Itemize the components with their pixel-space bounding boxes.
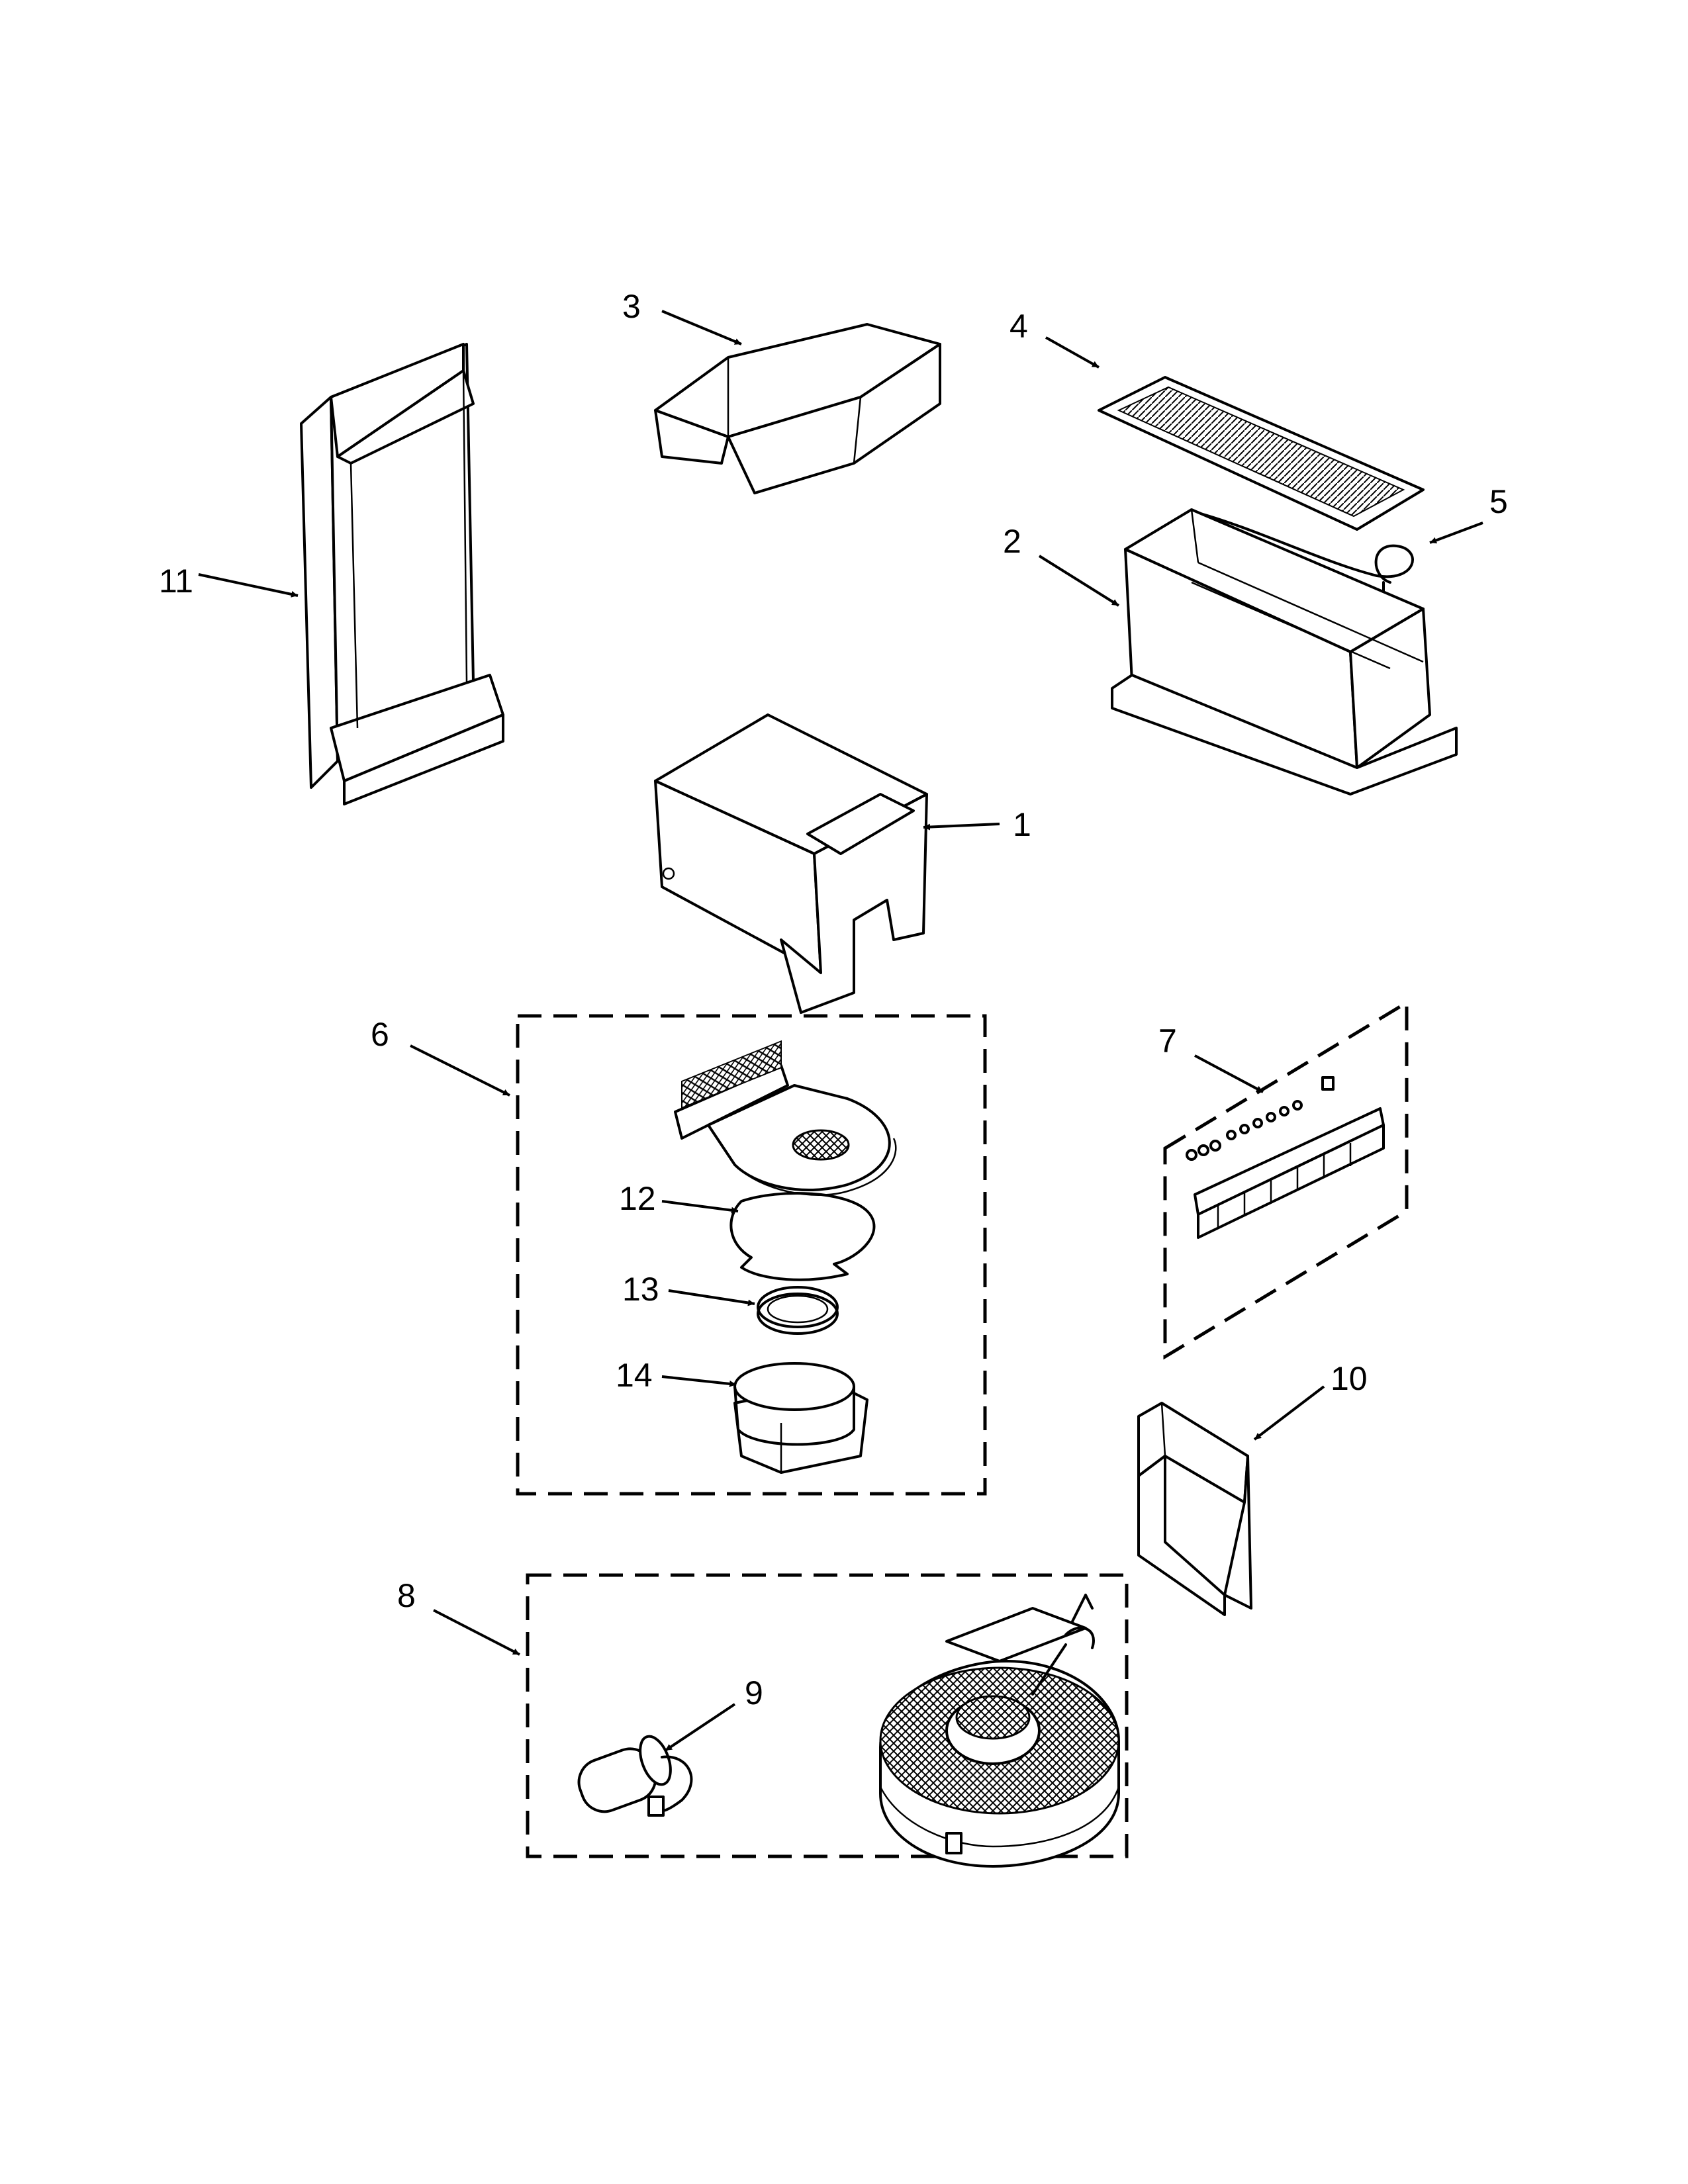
part-10-bracket [1137,1402,1252,1616]
group-7-box [1163,999,1409,1360]
part-13-gasket [757,1286,839,1335]
part-3-transition-duct [654,323,941,494]
arrow-11 [198,573,299,598]
callout-11: 11 [159,563,193,600]
arrow-8 [433,1609,520,1656]
part-11-duct-panel [300,343,504,805]
arrow-1 [923,823,1000,831]
part-2-filter-housing [1111,508,1458,796]
arrow-5 [1429,522,1483,544]
arrow-13 [668,1289,755,1306]
arrow-14 [661,1375,737,1387]
callout-1: 1 [1013,806,1031,843]
callout-6: 6 [371,1016,389,1053]
arrow-9 [664,1703,736,1752]
part-12-retaining-ring [729,1192,876,1281]
arrow-2 [1038,555,1120,607]
callout-3: 3 [622,288,641,325]
arrow-10 [1253,1385,1325,1441]
callout-12: 12 [619,1180,656,1217]
part-14-collar [733,1362,868,1474]
callout-13: 13 [622,1271,659,1308]
arrow-7 [1194,1054,1264,1093]
arrow-4 [1045,336,1100,369]
part-4-filter [1098,376,1425,531]
callout-5: 5 [1489,483,1508,520]
group-6-box [516,1014,987,1496]
arrow-6 [410,1044,510,1097]
blower-motor-assembly [879,1594,1120,1868]
part-7-control-panel [1186,1076,1385,1239]
arrow-12 [661,1200,739,1214]
callout-8: 8 [397,1577,416,1614]
callout-10: 10 [1331,1360,1368,1397]
callout-4: 4 [1009,308,1028,345]
callout-7: 7 [1158,1023,1177,1060]
part-6-damper-plate [674,1040,897,1196]
part-1-blower-cover [654,713,928,1014]
callout-14: 14 [616,1357,653,1394]
group-8-box [526,1573,1129,1858]
part-9-capacitor [577,1735,693,1817]
arrow-3 [661,310,742,345]
callout-9: 9 [745,1674,763,1711]
callout-2: 2 [1003,523,1021,560]
